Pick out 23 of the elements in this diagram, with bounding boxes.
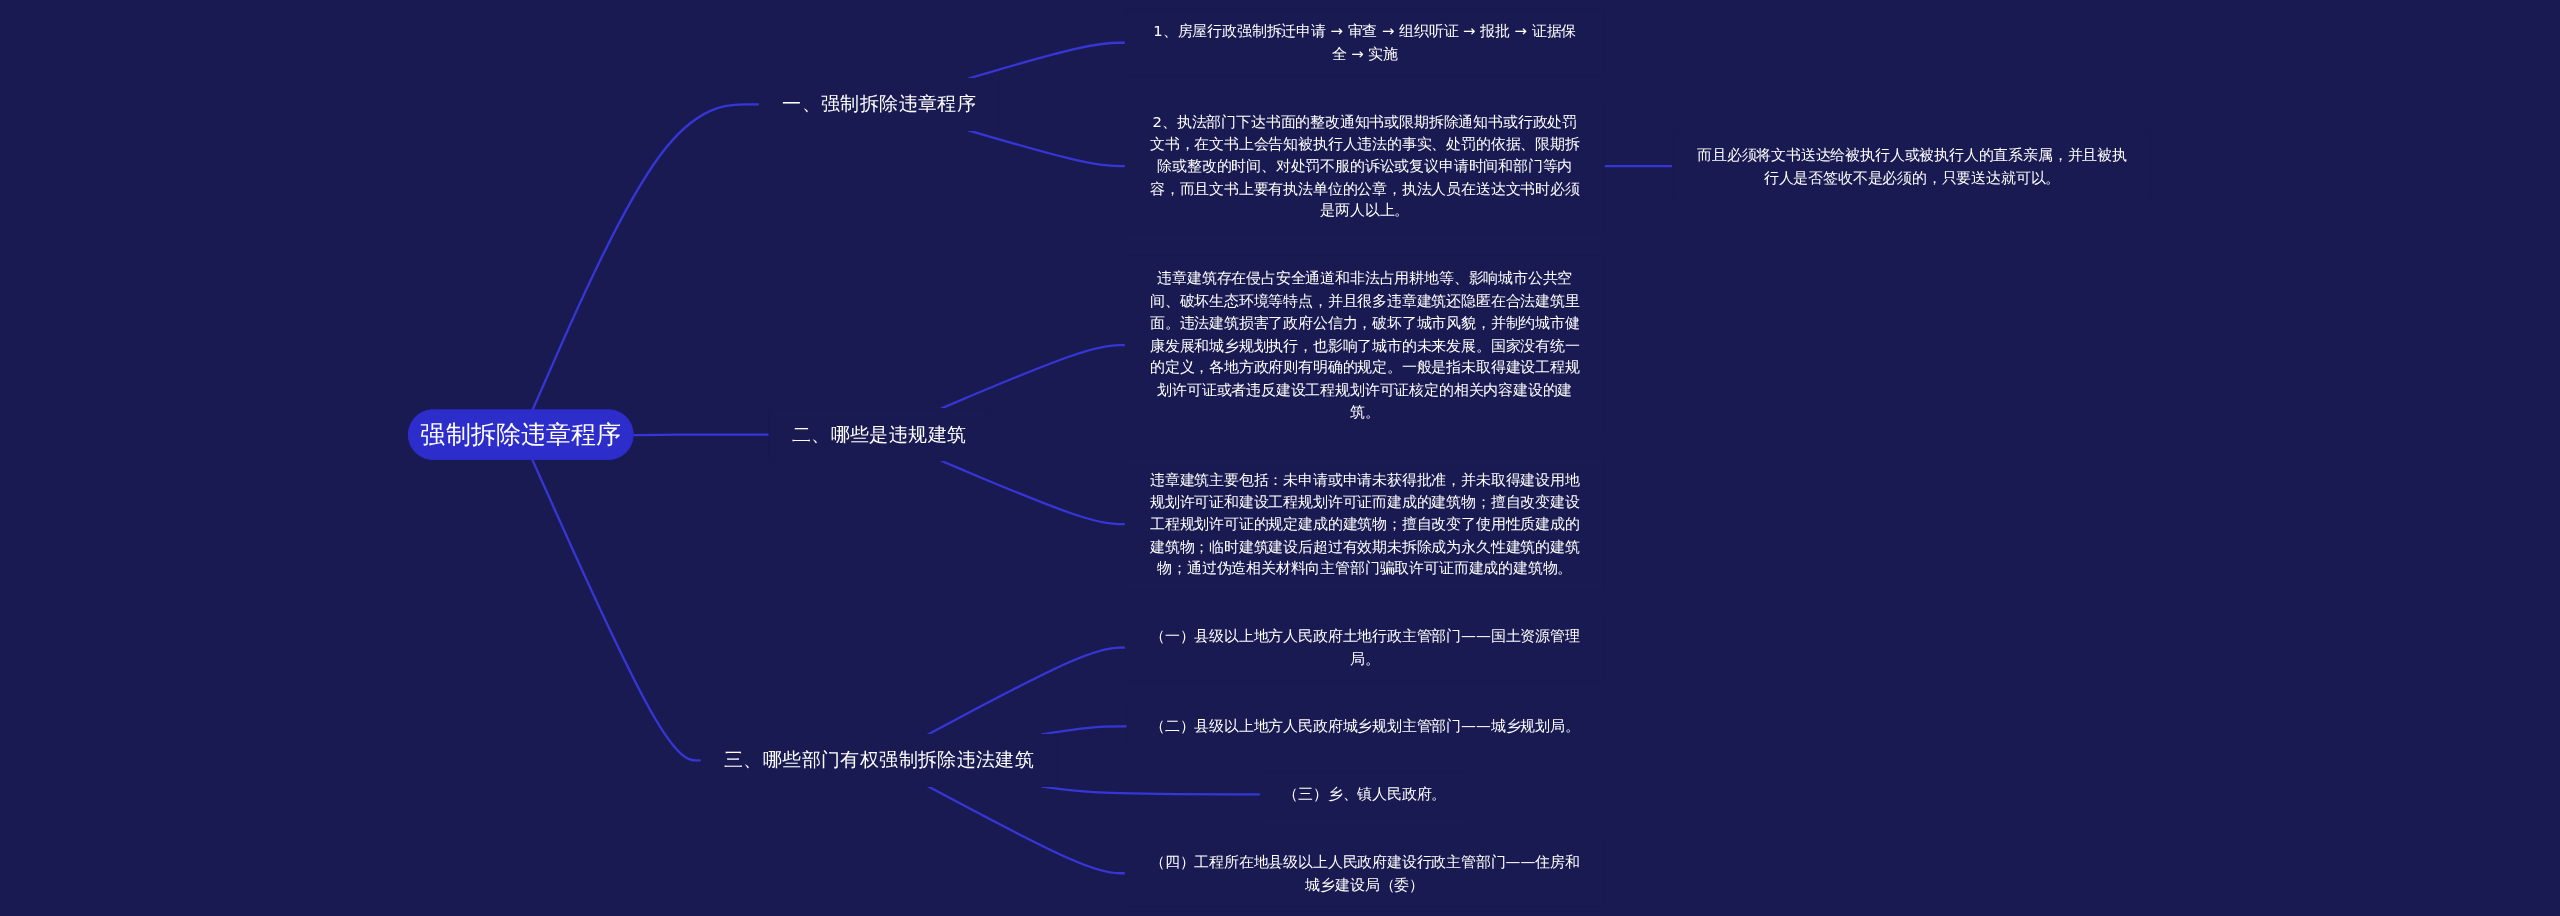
connector [531,103,760,412]
connector [531,459,702,762]
connector [1041,725,1128,736]
connector [633,433,770,437]
node-text: 违章建筑存在侵占安全通道和非法占用耕地等、影响城市公共空间、破坏生态环境等特点，并且很多违章建筑还隐匿在合法建筑里面。违法建筑损害了政府公信力，破坏了城市风貌，并制约城市健康发展和城乡规划执行，也影响了城市的未来发展。国家没有统一的定义，各地方政府则有明确的规定。一般是指未取得建设工程规划许可证或者违反建设工程规划许可证核定的相关内容建设的建筑。 [1149,269,1580,421]
node-text: 违章建筑主要包括：未申请或申请未获得批准，并未取得建设用地规划许可证和建设工程规划许可证而建成的建筑物；擅自改变建设工程规划许可证的规定建成的建筑物；擅自改变了使用性质建成的建筑物；临时建筑建设后超过有效期未拆除成为永久性建筑的建筑物；通过伪造相关材料向主管部门骗取许可证而建成的建筑物。 [1149,470,1580,577]
node-text: （三）乡、镇人民政府。 [1283,785,1447,803]
connector [967,129,1126,168]
connector [927,646,1126,736]
connector [967,41,1126,80]
connector [1604,165,1673,168]
node-text: 而且必须将文书送达给被执行人或被执行人的直系亲属，并且被执行人是否签收不是必须的，只要送达就可以。 [1697,146,2127,186]
node-text: 一、强制拆除违章程序 [782,92,977,115]
node-text: （一）县级以上地方人民政府土地行政主管部门——国土资源管理局。 [1149,627,1580,667]
node-text: （二）县级以上地方人民政府城乡规划主管部门——城乡规划局。 [1149,717,1580,735]
node-text: 三、哪些部门有权强制拆除违法建筑 [724,748,1035,771]
node-text: 1、房屋行政强制拆迁申请 → 审查 → 组织听证 → 报批 → 证据保全 → 实施 [1153,22,1577,63]
node-text: 2、执法部门下达书面的整改通知书或限期拆除通知书或行政处罚文书，在文书上会告知被执行人违法的事实、处罚的依据、限期拆除或整改的时间、对处罚不服的诉讼或复议申请时间和部门等内容，而且文书上要有执法单位的公章，执法人员在送达文书时必须是两人以上。 [1149,112,1580,219]
node-text: 二、哪些是违规建筑 [791,422,967,446]
connector [927,785,1126,875]
node-text: （四）工程所在地县级以上人民政府建设行政主管部门——住房和城乡建设局（委） [1149,853,1580,893]
connector [940,344,1126,410]
connector [940,459,1126,526]
